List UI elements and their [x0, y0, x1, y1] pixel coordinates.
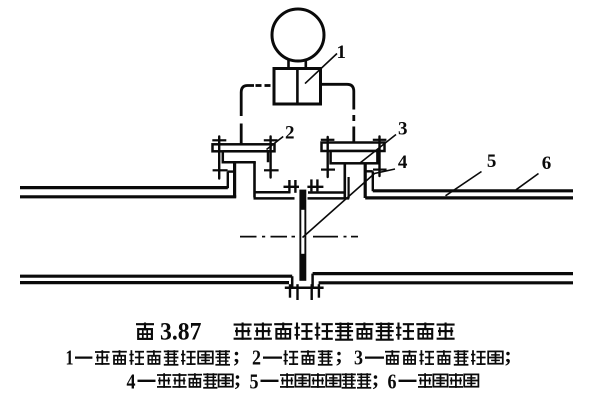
svg-text:3: 3: [354, 346, 363, 370]
svg-text:4: 4: [398, 152, 408, 173]
svg-text:;: ;: [335, 342, 342, 367]
svg-text:6: 6: [542, 153, 552, 174]
svg-text:6: 6: [388, 369, 397, 393]
svg-text:;: ;: [234, 366, 241, 391]
svg-text:3: 3: [398, 118, 408, 139]
svg-text:;: ;: [372, 366, 379, 391]
svg-text:;: ;: [233, 342, 240, 367]
svg-text:;: ;: [504, 342, 511, 367]
svg-text:1: 1: [66, 346, 74, 370]
svg-text:5: 5: [250, 369, 259, 393]
svg-text:2: 2: [252, 346, 261, 370]
svg-text:2: 2: [285, 122, 295, 143]
svg-text:4: 4: [127, 369, 136, 393]
svg-text:5: 5: [487, 151, 497, 172]
svg-text:3.87: 3.87: [160, 319, 201, 346]
svg-text:1: 1: [336, 42, 346, 63]
